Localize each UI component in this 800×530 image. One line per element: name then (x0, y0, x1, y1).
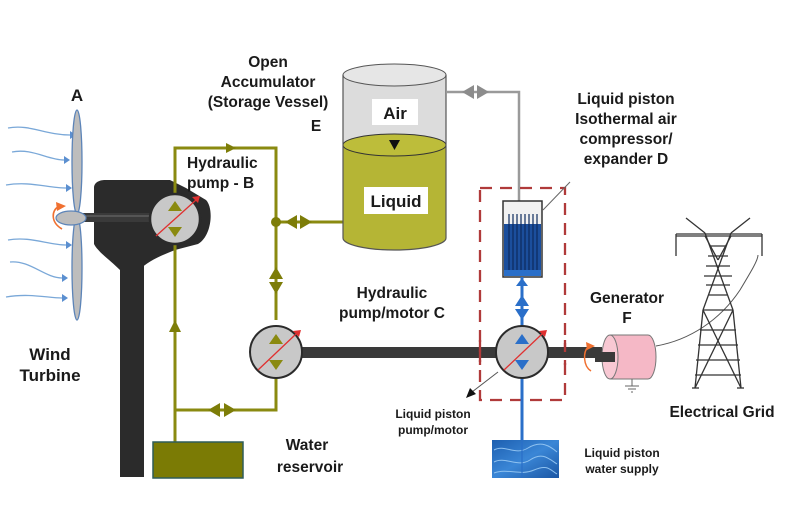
check-valve-icon (515, 309, 529, 320)
open-accumulator-e (342, 63, 447, 251)
liquid-piston-pump-motor (495, 325, 602, 379)
liquid-piston-system-boundary (478, 186, 567, 402)
hydraulic-lines (173, 146, 343, 445)
water-reservoir (152, 441, 244, 479)
turbine-shaft (70, 213, 152, 222)
wind-arrow-icon (7, 238, 67, 246)
pump-c-label-2: pump/motor C (339, 305, 445, 322)
check-valve-icon (515, 295, 529, 306)
air-line (446, 85, 521, 202)
wind-arrow-icon (5, 294, 63, 299)
leader-line (542, 181, 571, 211)
accumulator-label-3: (Storage Vessel) (208, 94, 329, 111)
accumulator-letter-label: E (311, 118, 321, 135)
check-valve-icon (208, 403, 236, 417)
wind-arrow-icon (5, 183, 67, 189)
lp-pump-label-1: Liquid piston (395, 407, 470, 421)
compressor-label-1: Liquid piston (577, 91, 674, 108)
power-cable (655, 254, 759, 347)
hydraulic-pump-b (148, 192, 202, 246)
flow-arrow-icon (226, 143, 236, 153)
lp-supply-label-1: Liquid piston (584, 446, 659, 460)
wind-arrow-icon (11, 150, 65, 161)
check-valve-icon (269, 267, 283, 294)
check-valve-icon (477, 85, 489, 99)
check-valve-icon (285, 215, 312, 229)
leader-arrow (466, 371, 499, 398)
wind-turbine-label-2: Turbine (19, 366, 80, 385)
rotation-arrow-icon (583, 342, 595, 372)
accumulator-label-2: Accumulator (221, 74, 316, 91)
lp-pump-label-2: pump/motor (398, 423, 468, 437)
pump-b-label-1: Hydraulic (187, 155, 258, 172)
reservoir-label-2: reservoir (277, 459, 343, 476)
flow-arrow-icon (169, 320, 181, 332)
turbine-rotor (55, 109, 87, 321)
liquid-label: Liquid (371, 192, 422, 211)
wind-arrows (5, 126, 71, 299)
generator-f (595, 334, 657, 393)
liquid-piston-water-supply (492, 440, 559, 478)
electrical-grid-label: Electrical Grid (669, 404, 774, 421)
generator-label-1: Generator (590, 290, 664, 307)
generator-label-2: F (622, 310, 631, 327)
lp-supply-label-2: water supply (584, 462, 659, 476)
compressor-label-3: compressor/ (579, 131, 673, 148)
compressor-label-2: Isothermal air (575, 111, 677, 128)
turbine-tower (94, 180, 211, 477)
labels: A Wind Turbine Hydraulic pump - B Open A… (19, 54, 774, 476)
pump-b-label-2: pump - B (187, 175, 254, 192)
liquid-piston-compressor-d (502, 200, 543, 278)
level-indicator-icon (389, 140, 400, 150)
pump-c-label-1: Hydraulic (357, 285, 428, 302)
air-label: Air (383, 104, 407, 123)
wind-arrow-icon (7, 126, 71, 136)
check-valve-icon (462, 85, 474, 99)
junction-node (271, 217, 281, 227)
transmission-tower-icon (675, 217, 763, 389)
wind-turbine-label-1: Wind (29, 345, 70, 364)
rotation-arrow-icon (52, 202, 66, 230)
accumulator-label-1: Open (248, 54, 288, 71)
hydraulic-pump-motor-c (249, 325, 500, 379)
wind-arrow-icon (9, 261, 63, 279)
turbine-letter-label: A (71, 86, 83, 105)
compressor-label-4: expander D (584, 151, 668, 168)
reservoir-label-1: Water (286, 437, 329, 454)
